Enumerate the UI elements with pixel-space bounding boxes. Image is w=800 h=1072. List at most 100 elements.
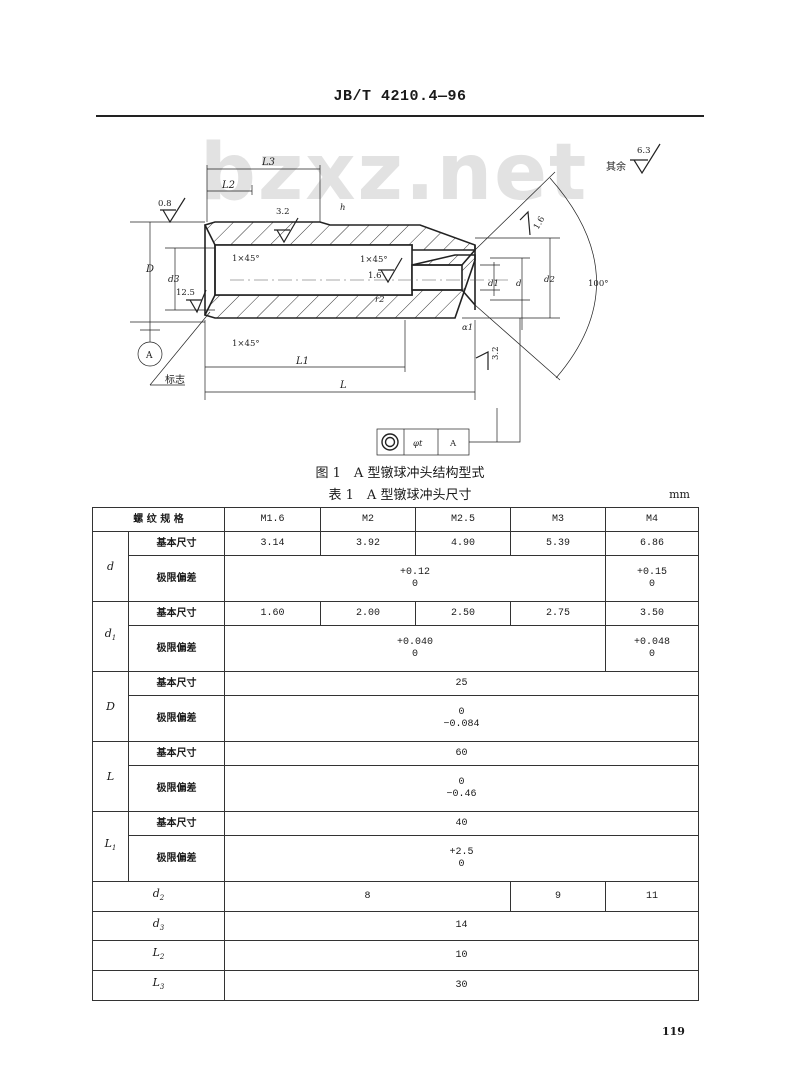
row-symbol-L2: L2 [91, 940, 226, 971]
technical-drawing: 0.8 3.2 1.6 12.5 6.3 其余 1.6 3.2 1×45° 1×… [130, 143, 661, 456]
dim-d2: d2 [544, 275, 555, 285]
table-row: d 基本尺寸 3.14 3.92 4.90 5.39 6.86 [92, 531, 700, 602]
marking-label: 标志 [165, 373, 185, 386]
tol-upper: +0.12 [400, 566, 431, 578]
tolerance-value: φt [413, 439, 423, 449]
row-symbol-d2: d2 [91, 881, 226, 912]
table-row: L 基本尺寸 60 [92, 741, 700, 812]
cell: 60 [224, 741, 700, 766]
cell: 3.14 [224, 531, 322, 556]
col-header: M2.5 [415, 507, 512, 532]
roughness-general-label: 其余 [606, 160, 626, 173]
dim-L3: L3 [261, 157, 275, 168]
dimension-table: 螺 纹 规 格 M1.6 M2 M2.5 M3 M4 d 基本尺寸 3.14 3… [91, 507, 700, 1001]
tol-upper: 0 [458, 706, 465, 718]
tol-upper: +0.040 [397, 636, 434, 648]
table-header-row: 螺 纹 规 格 M1.6 M2 M2.5 M3 M4 [91, 507, 700, 532]
tol-upper: +0.048 [634, 636, 671, 648]
tol-lower: −0.084 [443, 718, 480, 730]
dim-d1: d1 [488, 279, 499, 289]
standard-code-header: JB/T 4210.4—96 [333, 88, 467, 105]
row-symbol-d1: d1 [92, 601, 129, 672]
cell: 11 [605, 881, 700, 912]
roughness-3-2: 3.2 [276, 207, 290, 217]
tol-label: 极限偏差 [127, 555, 226, 602]
cell: 6.86 [605, 531, 700, 556]
watermark: bzxz.net [200, 128, 589, 218]
cell: 25 [224, 671, 700, 696]
basic-label: 基本尺寸 [127, 671, 226, 696]
cell: 4.90 [415, 531, 512, 556]
cell: 5.39 [510, 531, 607, 556]
cell: 2.50 [415, 601, 512, 626]
row-symbol-L1: L1 [92, 811, 129, 882]
table-row: L3 30 [91, 970, 700, 1001]
roughness-12-5: 12.5 [176, 288, 195, 298]
table-row: d1 基本尺寸 1.60 2.00 2.50 2.75 3.50 [92, 601, 700, 672]
cell: 2.75 [510, 601, 607, 626]
tol-lower: 0 [649, 648, 656, 660]
cell: 9 [510, 881, 607, 912]
chamfer-label-2: 1×45° [360, 255, 388, 265]
col-header: M1.6 [224, 507, 322, 532]
unit-label: mm [669, 488, 690, 501]
tol-upper: +0.15 [637, 566, 668, 578]
tolerance-datum: A [449, 439, 457, 449]
cell: 30 [224, 970, 700, 1001]
table-row: D 基本尺寸 25 [92, 671, 700, 742]
row-symbol-D: D [92, 671, 129, 742]
basic-label: 基本尺寸 [127, 741, 226, 766]
cell: 2.00 [320, 601, 417, 626]
dim-h: h [340, 203, 345, 213]
dim-d3: d3 [168, 275, 180, 285]
dim-D: D [145, 264, 154, 275]
table-row: 极限偏差 0−0.46 [93, 765, 700, 812]
roughness-1-6-cone: 1.6 [532, 215, 547, 232]
dim-d: d [516, 279, 522, 289]
row-symbol-L: L [92, 741, 129, 812]
tol-label: 极限偏差 [127, 625, 226, 672]
col-header: M4 [605, 507, 700, 532]
basic-label: 基本尺寸 [127, 811, 226, 836]
tol-lower: 0 [649, 578, 656, 590]
cell: 10 [224, 940, 700, 971]
roughness-3-2-cone: 3.2 [491, 346, 501, 360]
table-row: d2 8 9 11 [91, 881, 700, 912]
table-row: d3 14 [91, 911, 700, 941]
cell: 40 [224, 811, 700, 836]
tol-lower: 0 [458, 858, 465, 870]
roughness-general-value: 6.3 [637, 146, 651, 156]
tol-upper: 0 [458, 776, 465, 788]
alpha-label: α1 [462, 323, 473, 333]
cell: 14 [224, 911, 700, 941]
cell: 0−0.46 [224, 765, 700, 812]
header-rule [96, 115, 704, 117]
cell: 0−0.084 [224, 695, 700, 742]
table-row: 极限偏差 0−0.084 [93, 695, 700, 742]
tol-lower: 0 [412, 578, 419, 590]
tol-lower: 0 [412, 648, 419, 660]
col-header: M2 [320, 507, 417, 532]
datum-label: A [145, 351, 153, 361]
tol-label: 极限偏差 [127, 835, 226, 882]
angle-label: 100° [588, 279, 608, 289]
basic-label: 基本尺寸 [127, 601, 226, 626]
dim-L2: L2 [221, 180, 235, 191]
tol-lower: −0.46 [446, 788, 477, 800]
row-symbol-d: d [92, 531, 129, 602]
table-row: L1 基本尺寸 40 [92, 811, 700, 882]
dim-L: L [339, 380, 347, 391]
thread-spec-header: 螺 纹 规 格 [91, 507, 226, 532]
roughness-1-6: 1.6 [368, 271, 382, 281]
dim-L1: L1 [295, 356, 309, 367]
chamfer-label-3: 1×45° [232, 339, 260, 349]
table-row: L2 10 [91, 940, 700, 971]
